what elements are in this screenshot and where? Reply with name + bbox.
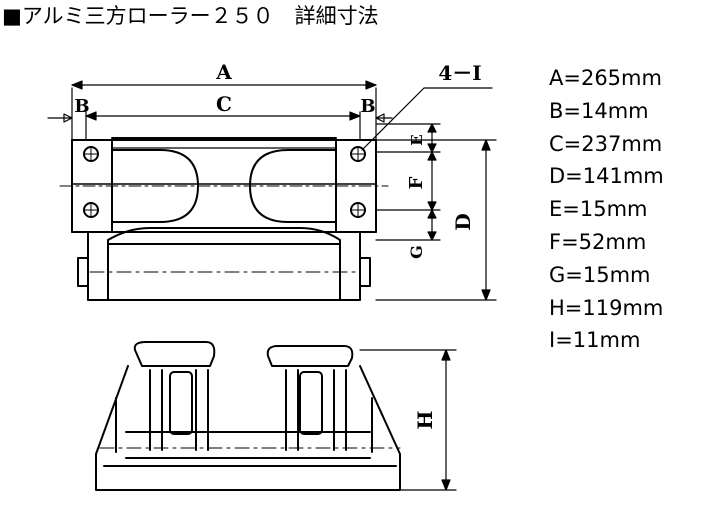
dim-label-a: A — [215, 60, 232, 84]
side-view — [95, 341, 401, 491]
dimension-f: F=52mm — [549, 229, 647, 254]
dimension-a: A=265mm — [549, 66, 662, 90]
dimension-e: E=15mm — [549, 197, 648, 222]
dimension-d: D=141mm — [549, 164, 664, 189]
dimension-b: B=14mm — [549, 98, 649, 123]
page-title: ■アルミ三方ローラー２５０ 詳細寸法 — [2, 4, 379, 28]
bolt-hole-top-right — [350, 146, 366, 162]
dimension-h: H=119mm — [549, 295, 664, 320]
top-view — [59, 137, 389, 301]
dim-label-e: E — [408, 134, 426, 145]
dim-label-b-right: B — [360, 96, 375, 117]
bolt-hole-top-left — [83, 146, 99, 162]
dim-label-h: H — [413, 411, 437, 430]
dimension-g: G=15mm — [549, 262, 651, 287]
bolt-hole-bottom-right — [350, 202, 366, 218]
dimension-lines — [47, 80, 497, 491]
dimension-c: C=237mm — [549, 131, 663, 156]
dim-label-g: G — [407, 245, 426, 259]
dim-label-c: C — [216, 92, 232, 116]
dimension-list: A=265mm B=14mm C=237mm D=141mm E=15mm F=… — [549, 62, 664, 357]
dim-label-f: F — [406, 176, 427, 189]
dim-label-d: D — [451, 213, 475, 230]
dimension-i: I=11mm — [549, 328, 641, 353]
dim-label-hole: 4－I — [438, 61, 481, 85]
bolt-hole-bottom-left — [83, 202, 99, 218]
dim-label-b-left: B — [74, 96, 89, 117]
